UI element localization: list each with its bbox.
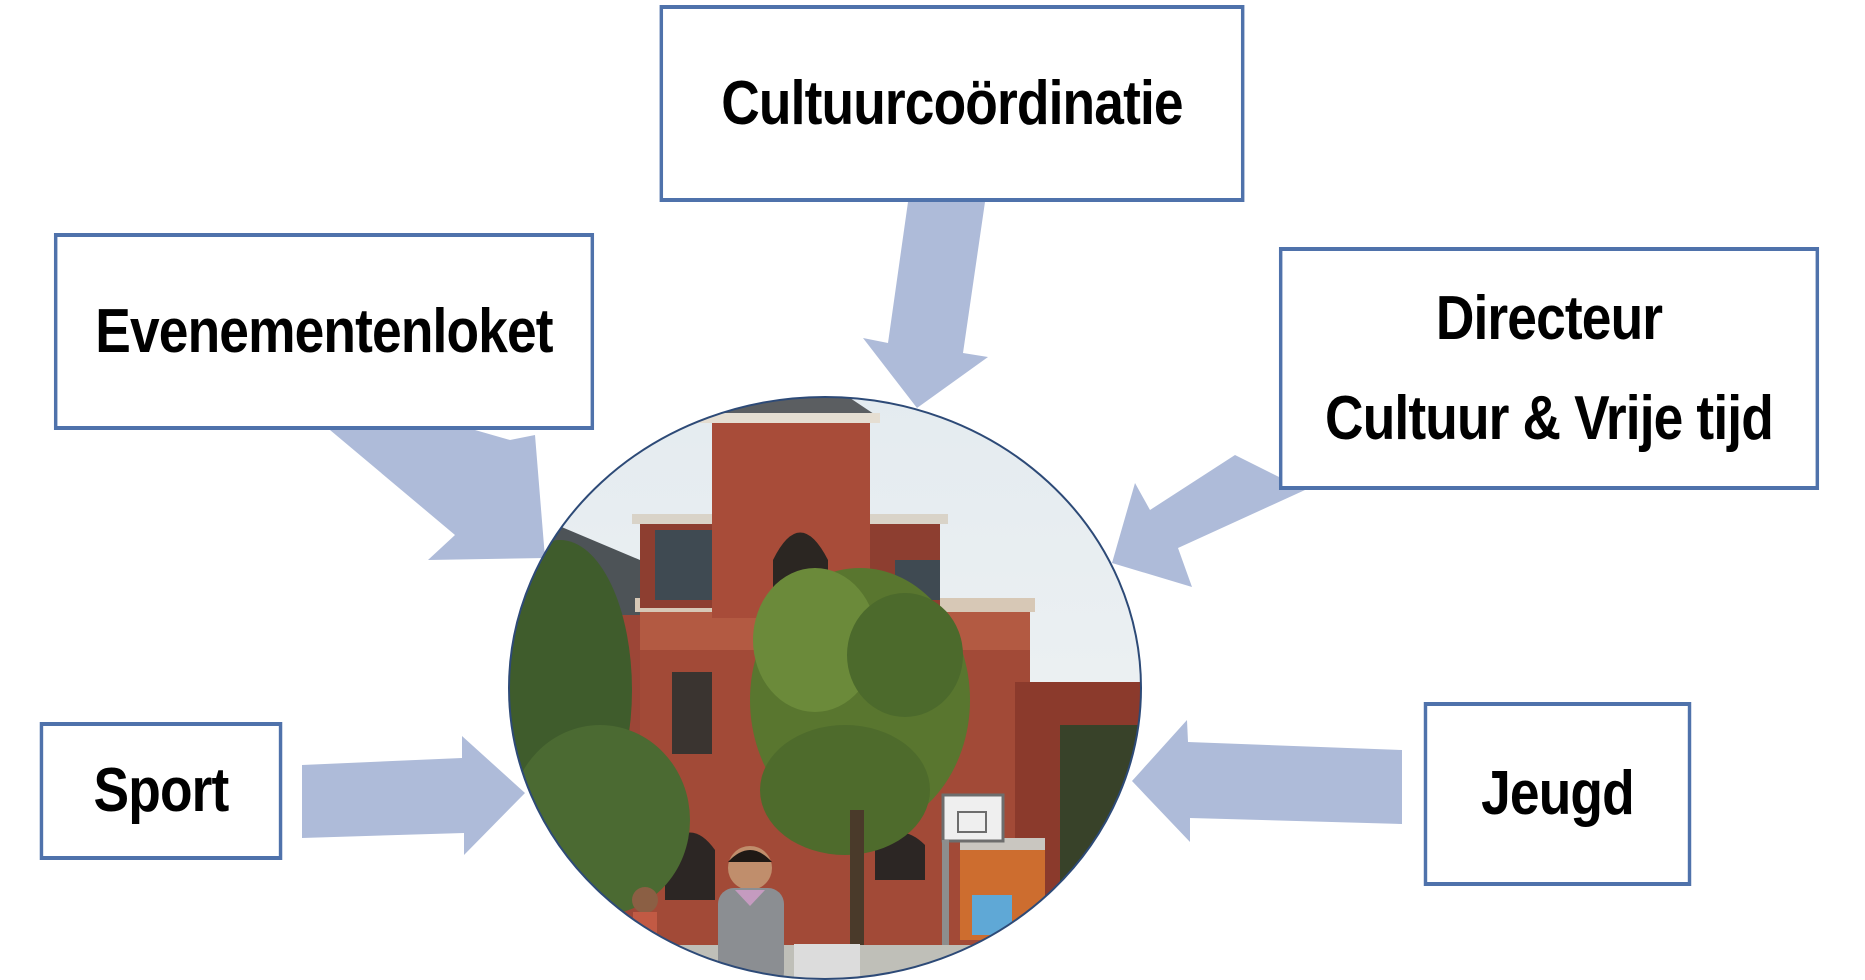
arrow-from-cultuurcoordinatie	[863, 202, 988, 408]
node-sport: Sport	[39, 722, 283, 860]
node-directeur-line-2: Cultuur & Vrije tijd	[1325, 383, 1774, 453]
node-sport-label: Sport	[93, 756, 230, 826]
arrow-from-jeugd	[1132, 720, 1402, 842]
node-directeur-line-1: Directeur	[1435, 284, 1663, 354]
node-evenementenloket-label: Evenementenloket	[95, 296, 553, 366]
node-cultuurcoordinatie: Cultuurcoördinatie	[659, 5, 1245, 202]
arrow-from-directeur	[1112, 455, 1305, 587]
arrow-from-evenementenloket	[330, 430, 545, 560]
node-cultuurcoordinatie-label: Cultuurcoördinatie	[721, 68, 1183, 138]
node-evenementenloket: Evenementenloket	[53, 233, 595, 430]
node-directeur: Directeur Cultuur & Vrije tijd	[1278, 247, 1820, 490]
node-jeugd: Jeugd	[1423, 702, 1692, 886]
node-jeugd-label: Jeugd	[1481, 759, 1635, 829]
arrow-from-sport	[302, 736, 525, 855]
